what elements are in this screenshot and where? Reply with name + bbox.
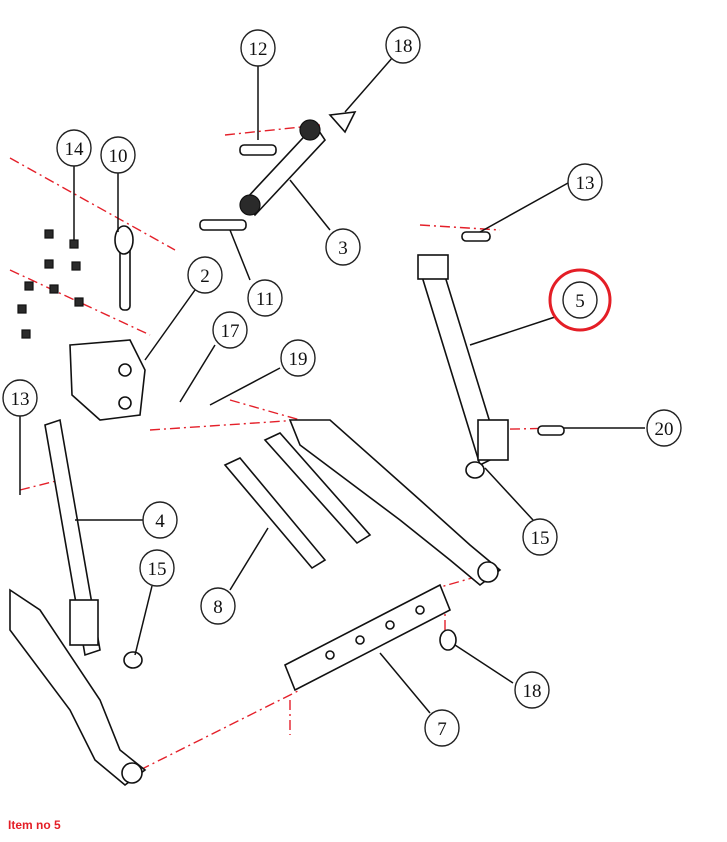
callout-15-right: 15 [522, 518, 558, 556]
part-8-stabilizers [223, 432, 372, 570]
callout-2-label: 2 [200, 266, 210, 287]
callout-17-label: 17 [221, 321, 240, 342]
callout-2: 2 [187, 256, 223, 294]
callout-15-left: 15 [139, 549, 175, 587]
part-6-lower-link [288, 419, 502, 587]
callout-7: 7 [424, 709, 460, 747]
callout-19: 19 [280, 339, 316, 377]
callout-19-label: 19 [289, 349, 308, 370]
exploded-parts-diagram: 12 18 14 10 13 3 2 11 5 17 19 [2, 26, 682, 787]
callout-13-right: 13 [567, 163, 603, 201]
callout-15-left-label: 15 [148, 559, 167, 580]
part-11-pin [199, 219, 247, 231]
part-10-lynch-pin [114, 225, 134, 311]
callout-8: 8 [200, 587, 236, 625]
part-15-clips [123, 461, 485, 669]
callout-18-top-label: 18 [394, 36, 413, 57]
callout-12-label: 12 [249, 39, 268, 60]
callout-7-label: 7 [437, 719, 447, 740]
callout-12: 12 [240, 29, 276, 67]
part-12-pin [239, 144, 277, 156]
leader-lines [19, 56, 645, 714]
callout-20-label: 20 [655, 419, 674, 440]
highlight-ring [548, 268, 612, 332]
callout-20: 20 [646, 409, 682, 447]
part-13-pin-right [461, 231, 491, 242]
callout-10-label: 10 [109, 146, 128, 167]
part-4-link-left [44, 418, 101, 657]
part-3-top-link [239, 119, 327, 217]
part-18-clip-bottom [439, 629, 457, 651]
callout-18-bottom-label: 18 [523, 681, 542, 702]
callout-4: 4 [142, 501, 178, 539]
callout-8-label: 8 [213, 597, 223, 618]
callout-17: 17 [212, 311, 248, 349]
callout-3-label: 3 [338, 238, 348, 259]
part-20-pin [537, 425, 565, 436]
part-bolts-left [17, 229, 84, 339]
callout-5: 5 [548, 268, 612, 332]
part-7-drawbar [283, 583, 452, 692]
part-2-bracket [69, 339, 146, 421]
callout-11-label: 11 [256, 289, 274, 310]
callout-14-label: 14 [65, 139, 85, 160]
callout-3: 3 [325, 228, 361, 266]
callout-11: 11 [247, 279, 283, 317]
callout-18-top: 18 [385, 26, 421, 64]
callout-10: 10 [100, 136, 136, 174]
part-5-link [417, 254, 509, 467]
callout-18-bottom: 18 [514, 671, 550, 709]
callout-13-left: 13 [2, 379, 38, 417]
part-18-clip-top [328, 111, 357, 134]
part-lower-link-left [9, 588, 147, 787]
callout-5-label: 5 [575, 291, 585, 312]
callout-13-right-label: 13 [576, 173, 595, 194]
callout-14: 14 [56, 129, 92, 167]
callout-15-right-label: 15 [531, 528, 550, 549]
callout-4-label: 4 [155, 511, 165, 532]
callout-13-left-label: 13 [11, 389, 30, 410]
item-caption: Item no 5 [8, 818, 61, 832]
